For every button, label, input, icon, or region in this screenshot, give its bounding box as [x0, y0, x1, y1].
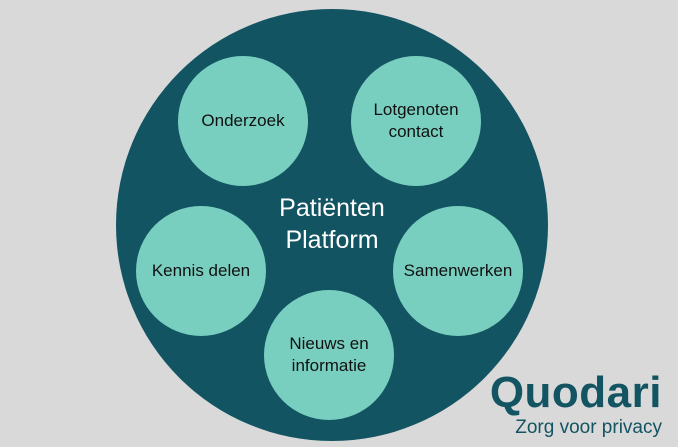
node-label-line-1: Lotgenoten — [373, 100, 459, 119]
hub-label-line-2: Platform — [285, 226, 379, 254]
node-label-line-1: Samenwerken — [403, 261, 513, 280]
node-label-line-2: contact — [388, 122, 444, 141]
platform-hub-label: Patiënten Platform — [232, 192, 432, 256]
node-kennis-delen: Kennis delen — [136, 206, 266, 336]
brand-logo: Quodari Zorg voor privacy — [490, 370, 662, 440]
node-nieuws-en-informatie: Nieuws en informatie — [264, 290, 394, 420]
node-samenwerken: Samenwerken — [393, 206, 523, 336]
node-label-line-2: informatie — [291, 356, 367, 375]
node-lotgenoten-contact: Lotgenoten contact — [351, 56, 481, 186]
node-label-line-1: Kennis delen — [151, 261, 251, 280]
brand-tagline: Zorg voor privacy — [515, 417, 662, 438]
node-onderzoek: Onderzoek — [178, 56, 308, 186]
node-label-line-1: Onderzoek — [201, 111, 285, 130]
node-label-line-1: Nieuws en — [289, 334, 369, 353]
hub-label-line-1: Patiënten — [279, 194, 385, 222]
brand-name: Quodari — [489, 368, 662, 417]
